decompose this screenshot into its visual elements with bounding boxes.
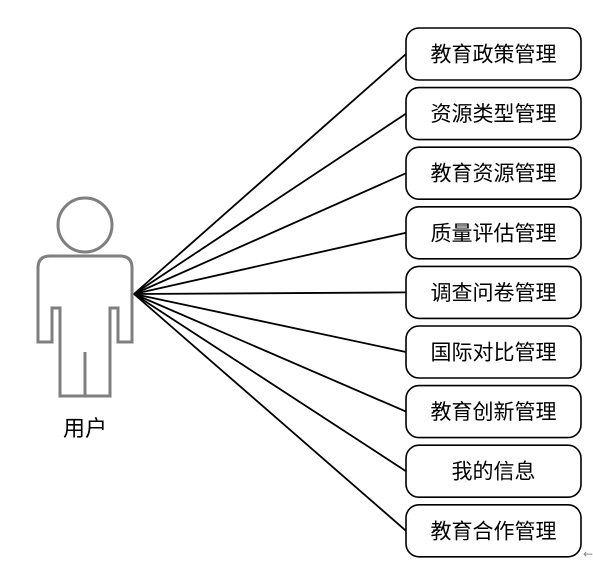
use-case-label: 教育合作管理 — [431, 519, 557, 543]
use-case-label: 教育政策管理 — [431, 43, 557, 67]
use-case-border — [405, 86, 582, 141]
use-case-box: 质量评估管理 — [405, 206, 582, 260]
actor-label: 用户 — [63, 417, 107, 442]
use-case-box: 我的信息 — [405, 444, 582, 499]
association-line — [133, 172, 407, 295]
use-case-border — [405, 146, 582, 200]
use-case-border — [405, 265, 582, 320]
association-line — [133, 293, 407, 353]
corner-arrow-icon: ← — [583, 547, 593, 561]
use-case-border — [405, 384, 582, 439]
use-case-border — [405, 444, 582, 499]
use-case-border — [405, 206, 582, 260]
use-case-label: 教育创新管理 — [431, 400, 557, 424]
use-case-label: 资源类型管理 — [431, 102, 557, 126]
association-line — [133, 112, 407, 295]
association-line — [133, 231, 407, 295]
association-lines — [133, 53, 407, 532]
use-case-label: 我的信息 — [452, 460, 536, 484]
use-case-box: 教育政策管理 — [405, 27, 582, 81]
actor-body — [36, 254, 134, 398]
actor-head — [56, 196, 114, 254]
use-case-label: 教育资源管理 — [431, 162, 557, 186]
use-case-border — [405, 325, 582, 379]
use-case-box: 资源类型管理 — [405, 86, 582, 141]
association-line — [133, 293, 407, 413]
association-line — [133, 291, 407, 295]
use-case-box: 教育创新管理 — [405, 384, 582, 439]
use-case-label: 国际对比管理 — [431, 341, 557, 365]
use-case-label: 调查问卷管理 — [431, 281, 557, 305]
use-case-label: 质量评估管理 — [431, 221, 557, 245]
association-line — [133, 293, 407, 532]
use-case-list: 教育政策管理资源类型管理教育资源管理质量评估管理调查问卷管理国际对比管理教育创新… — [405, 27, 582, 558]
use-case-box: 国际对比管理 — [405, 325, 582, 379]
use-case-border — [405, 503, 582, 558]
association-line — [133, 53, 407, 295]
use-case-box: 教育资源管理 — [405, 146, 582, 200]
actor-figure — [36, 196, 134, 398]
use-case-border — [405, 27, 582, 81]
use-case-box: 调查问卷管理 — [405, 265, 582, 320]
use-case-box: 教育合作管理 — [405, 503, 582, 558]
association-line — [133, 293, 407, 472]
